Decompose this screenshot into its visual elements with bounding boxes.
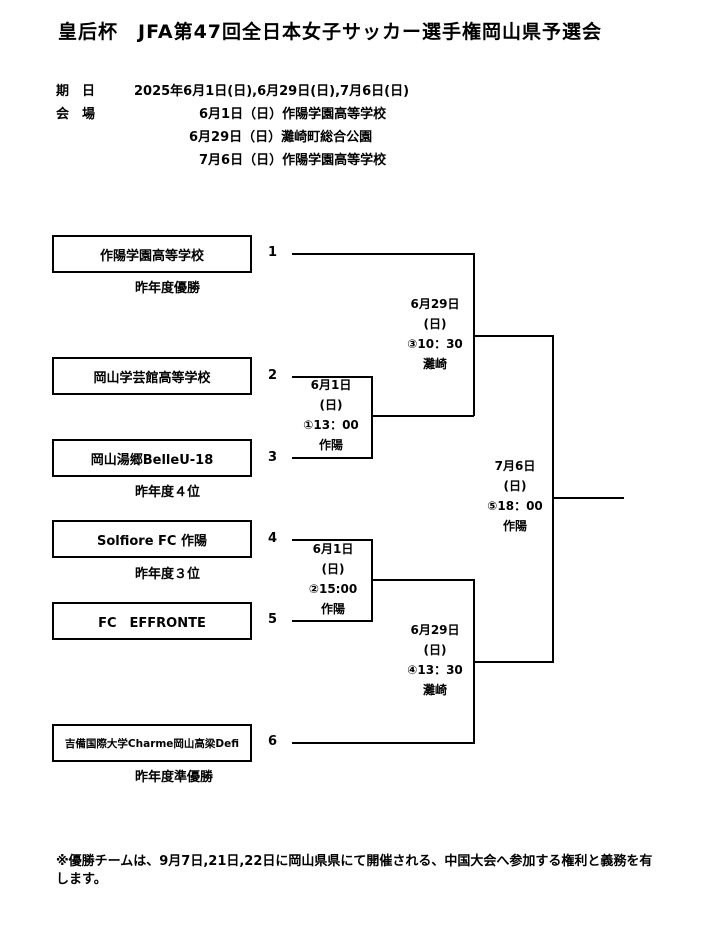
team-box-2: 岡山学芸館高等学校 [52,357,252,395]
match-4-venue: 灘崎 [422,683,447,697]
date-list: 2025年6月1日(日),6月29日(日),7月6日(日) [134,84,410,99]
match-5-date: 7月6日 [494,459,536,473]
venue-line-1: 6月1日（日）作陽学園高等学校 [199,107,387,122]
team-box-1: 作陽学園高等学校 [52,235,252,273]
match-5-time: ⑤18：00 [487,499,543,513]
match-1-day: (日) [319,398,343,412]
team-note-3: 昨年度４位 [135,485,201,500]
match-2-time: ②15:00 [308,582,358,596]
team-note-1: 昨年度優勝 [135,281,201,296]
bracket-line-m1 [292,376,373,459]
match-3-day: (日) [423,317,447,331]
team-box-4: Solfiore FC 作陽 [52,520,252,558]
match-1-info: 6月1日 (日) ①13：00 作陽 [281,375,381,455]
footnote: ※優勝チームは、9月7日,21日,22日に岡山県県にて開催される、中国大会へ参加… [56,854,653,887]
team-number-6: 6 [268,734,278,749]
team-number-1: 1 [268,245,278,260]
team-number-3: 3 [268,450,278,465]
team-box-6: 吉備国際大学Charme岡山高梁Defi [52,724,252,762]
match-4-info: 6月29日 (日) ④13：30 灘崎 [385,620,485,700]
team-note-6: 昨年度準優勝 [135,770,214,785]
match-1-venue: 作陽 [318,438,343,452]
match-3-date: 6月29日 [410,297,460,311]
match-3-venue: 灘崎 [422,357,447,371]
match-2-venue: 作陽 [320,602,345,616]
team-note-4: 昨年度３位 [135,567,201,582]
match-5-info: 7月6日 (日) ⑤18：00 作陽 [465,456,565,536]
match-1-date: 6月1日 [310,378,352,392]
venue-line-3: 7月6日（日）作陽学園高等学校 [199,153,387,168]
team-number-5: 5 [268,612,278,627]
team-box-3: 岡山湯郷BelleU-18 [52,439,252,477]
bracket-line-team1 [292,253,475,416]
match-4-day: (日) [423,643,447,657]
page-title: 皇后杯 JFA第47回全日本女子サッカー選手権岡山県予選会 [58,21,603,43]
match-2-date: 6月1日 [312,542,354,556]
match-3-info: 6月29日 (日) ③10：30 灘崎 [385,294,485,374]
match-2-day: (日) [321,562,345,576]
match-5-day: (日) [503,479,527,493]
match-2-info: 6月1日 (日) ②15:00 作陽 [283,539,383,619]
venue-line-2: 6月29日（日）灘崎町総合公園 [189,130,373,145]
date-label: 期 日 [56,84,96,99]
venue-label: 会 場 [56,107,96,122]
team-number-2: 2 [268,368,278,383]
team-number-4: 4 [268,531,278,546]
match-4-time: ④13：30 [407,663,463,677]
team-box-5: FC EFFRONTE [52,602,252,640]
match-4-date: 6月29日 [410,623,460,637]
match-5-venue: 作陽 [502,519,527,533]
match-1-time: ①13：00 [303,418,359,432]
match-3-time: ③10：30 [407,337,463,351]
